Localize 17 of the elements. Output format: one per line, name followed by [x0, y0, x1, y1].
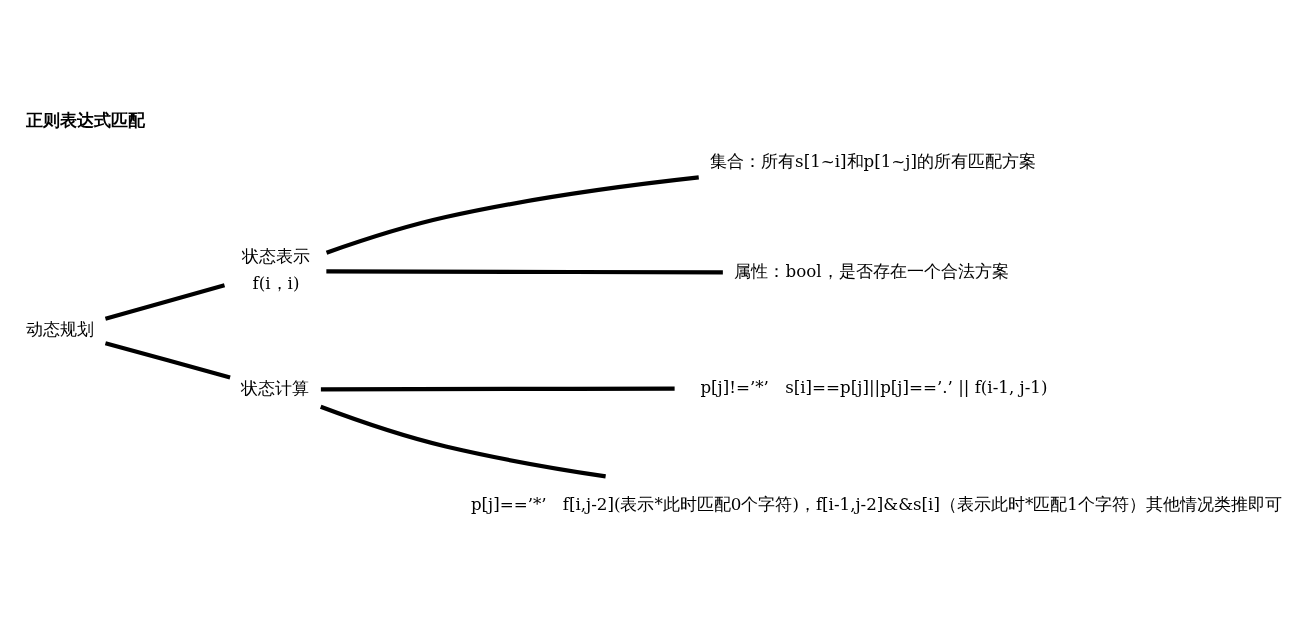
connector — [104, 282, 226, 321]
node-label: s[i]==p[j]||p[j]==’.’ || f(i-1, j-1) — [785, 377, 1048, 397]
diagram-title: 正则表达式匹配 — [25, 109, 145, 130]
connector — [320, 404, 606, 478]
node-text: p[j]!=’*’ — [700, 377, 769, 397]
connector — [325, 174, 699, 255]
node-text: 状态计算 — [241, 378, 310, 398]
node-text: 集合：所有s[1~i]和p[1~j]的所有匹配方案 — [710, 151, 1037, 171]
node-text: 属性：bool，是否存在一个合法方案 — [734, 261, 1009, 281]
node-text: 动态规划 — [25, 319, 94, 339]
connector — [320, 385, 675, 391]
node-label: f(i，i) — [252, 273, 300, 293]
node-text: p[j]==’*’ — [470, 494, 547, 514]
connector — [326, 268, 723, 274]
node-label: f[i,j-2](表示*此时匹配0个字符)，f[i-1,j-2]&&s[i]（表示此时*匹配1个字符）其他情况类推即可 — [562, 494, 1282, 514]
connector — [104, 340, 231, 379]
node-text: 状态表示 — [242, 246, 311, 266]
